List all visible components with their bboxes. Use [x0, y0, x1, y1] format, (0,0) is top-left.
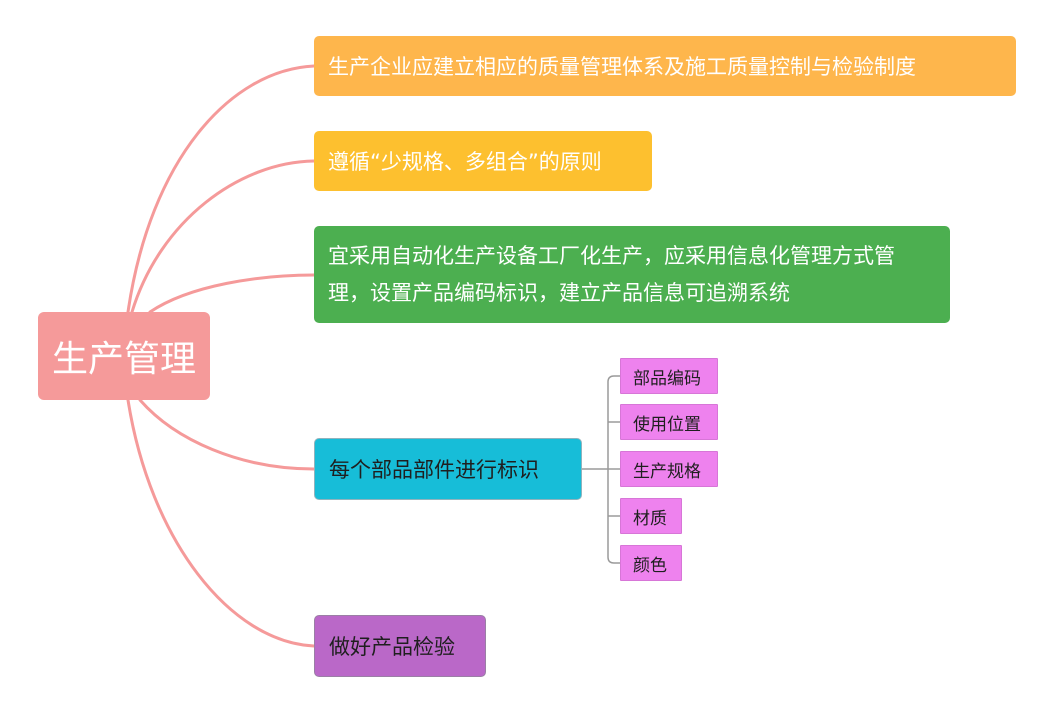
branch-automation[interactable]: 宜采用自动化生产设备工厂化生产，应采用信息化管理方式管理，设置产品编码标识，建立… [314, 226, 950, 323]
branch-inspection[interactable]: 做好产品检验 [314, 615, 486, 677]
link-root-branch5 [126, 398, 316, 648]
branch-identification[interactable]: 每个部品部件进行标识 [314, 438, 582, 500]
leaf-color[interactable]: 颜色 [620, 545, 682, 581]
branch-principle[interactable]: 遵循“少规格、多组合”的原则 [314, 131, 652, 191]
leaf-material[interactable]: 材质 [620, 498, 682, 534]
leaf-part-code[interactable]: 部品编码 [620, 358, 718, 394]
link-root-branch4 [138, 398, 316, 471]
leaf-production-spec[interactable]: 生产规格 [620, 451, 718, 487]
branch-quality-system[interactable]: 生产企业应建立相应的质量管理体系及施工质量控制与检验制度 [314, 36, 1016, 96]
link-root-branch1 [126, 64, 316, 314]
link-root-branch2 [130, 159, 316, 314]
link-hub-vertical [607, 375, 620, 564]
root-node[interactable]: 生产管理 [38, 312, 210, 400]
link-root-branch3 [148, 273, 316, 314]
leaf-usage-location[interactable]: 使用位置 [620, 404, 718, 440]
